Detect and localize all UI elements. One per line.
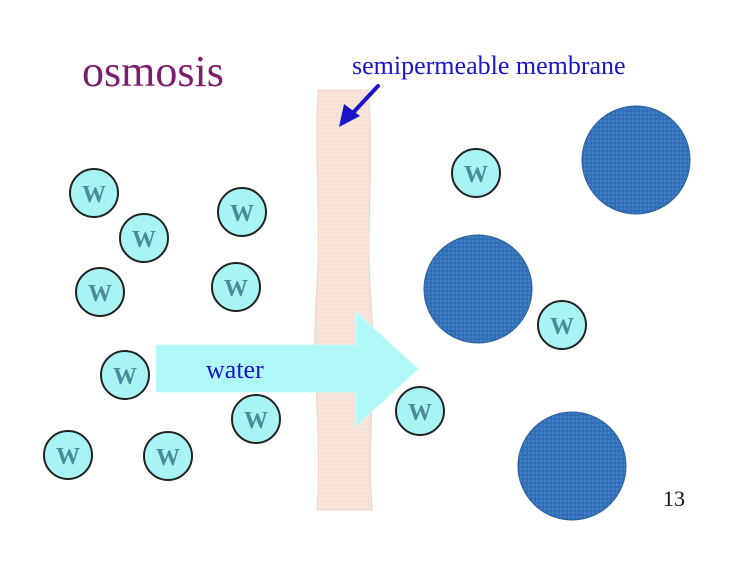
water-molecule-label: W <box>132 227 156 253</box>
water-molecule: W <box>211 262 261 312</box>
water-molecule: W <box>43 430 93 480</box>
water-molecule: W <box>537 300 587 350</box>
water-molecule: W <box>143 431 193 481</box>
water-molecule-label: W <box>82 182 106 208</box>
water-molecule: W <box>69 168 119 218</box>
water-molecule-label: W <box>113 364 137 390</box>
solute-particle <box>423 234 533 344</box>
water-molecules: W W W W W W W <box>43 148 587 481</box>
water-molecule-label: W <box>464 162 488 188</box>
water-molecule-label: W <box>550 314 574 340</box>
water-molecule-label: W <box>88 281 112 307</box>
water-molecule-label: W <box>408 400 432 426</box>
water-molecule: W <box>75 267 125 317</box>
water-molecule: W <box>119 213 169 263</box>
water-molecule-label: W <box>230 201 254 227</box>
water-flow-label: water <box>206 355 264 384</box>
water-flow-arrow <box>155 310 419 428</box>
water-molecule: W <box>100 350 150 400</box>
solute-particle <box>581 105 691 215</box>
water-molecule: W <box>395 386 445 436</box>
water-molecule-label: W <box>56 444 80 470</box>
solute-particles <box>423 105 691 521</box>
semipermeable-membrane <box>314 89 374 511</box>
page-number: 13 <box>663 486 685 511</box>
membrane-label: semipermeable membrane <box>352 51 626 80</box>
water-molecule-label: W <box>244 408 268 434</box>
water-molecule: W <box>217 187 267 237</box>
water-molecule-label: W <box>224 276 248 302</box>
membrane-pointer-arrow <box>339 84 380 127</box>
solute-particle <box>517 411 627 521</box>
water-molecule: W <box>231 394 281 444</box>
diagram-title: osmosis <box>82 47 224 96</box>
water-molecule-label: W <box>156 445 180 471</box>
water-molecule: W <box>451 148 501 198</box>
